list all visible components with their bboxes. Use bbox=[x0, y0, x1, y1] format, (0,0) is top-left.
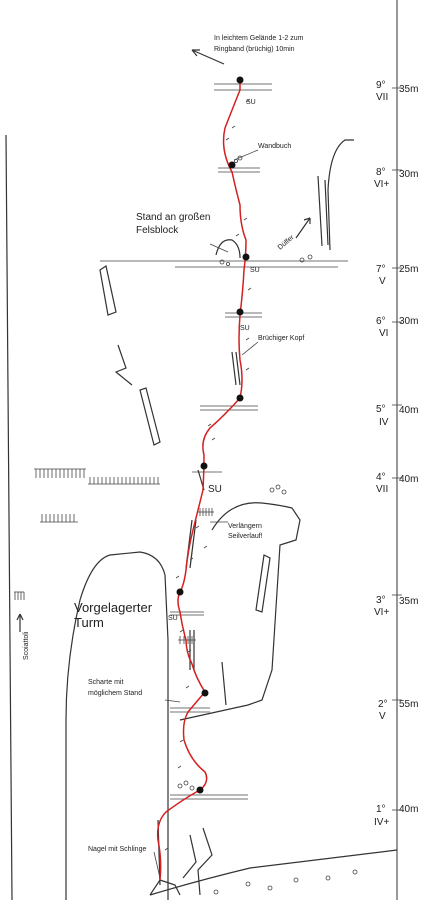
pitch-number: 3° bbox=[376, 595, 386, 606]
pitch-6: 6° VI 30m bbox=[376, 316, 418, 339]
pitch-length: 25m bbox=[399, 264, 418, 275]
pitch-2: 2° V 55m bbox=[378, 699, 418, 722]
su-label-6: SU bbox=[240, 325, 250, 332]
su-label-4: SU bbox=[208, 484, 222, 495]
cracks bbox=[99, 265, 271, 896]
pitch-number: 2° bbox=[378, 699, 388, 710]
pitch-scale-bar bbox=[392, 0, 402, 900]
su-label-3: SU bbox=[168, 615, 178, 622]
pitch-number: 1° bbox=[376, 804, 386, 815]
belay-station bbox=[242, 253, 250, 261]
pitch-9: 9° VII 35m bbox=[376, 80, 418, 103]
pitch-number: 9° bbox=[376, 80, 386, 91]
right-wall-outline bbox=[179, 502, 301, 721]
duelfer-label: Dülfer bbox=[277, 234, 296, 252]
belay-stations bbox=[176, 76, 250, 794]
pitch-length: 40m bbox=[399, 474, 418, 485]
pitch-number: 5° bbox=[376, 404, 386, 415]
pitch-grade: IV+ bbox=[374, 817, 389, 828]
belay-station bbox=[228, 161, 236, 169]
belay-station bbox=[236, 308, 244, 316]
pitch-length: 40m bbox=[399, 405, 418, 416]
pitch-grade: VII bbox=[376, 92, 388, 103]
exit-note-line2: Ringband (brüchig) 10min bbox=[214, 46, 295, 53]
duelfer-arrow bbox=[295, 217, 311, 239]
wandbuch-label: Wandbuch bbox=[258, 143, 291, 150]
bruechiger-kopf-label: Brüchiger Kopf bbox=[258, 335, 304, 342]
pitch-3: 3° VI+ 35m bbox=[374, 595, 418, 618]
belay-station bbox=[176, 588, 184, 596]
pitch-grade: IV bbox=[379, 417, 389, 428]
route-line bbox=[156, 80, 247, 881]
belay-station bbox=[236, 76, 244, 84]
tower-label-line2: Turm bbox=[74, 615, 104, 630]
belay-station bbox=[196, 786, 204, 794]
pitch-5: 5° IV 40m bbox=[376, 404, 418, 428]
pitch-grade: V bbox=[379, 276, 386, 287]
base-slope bbox=[149, 849, 398, 896]
belay-station bbox=[236, 394, 244, 402]
stand-note-line2: Felsblock bbox=[136, 225, 179, 236]
pitch-4: 4° VII 40m bbox=[376, 472, 418, 495]
pitch-number: 6° bbox=[376, 316, 386, 327]
pitch-length: 40m bbox=[399, 804, 418, 815]
bolts bbox=[164, 99, 252, 851]
pitch-number: 4° bbox=[376, 472, 386, 483]
pitch-8: 8° VI+ 30m bbox=[374, 167, 418, 190]
scree bbox=[177, 155, 358, 895]
exit-arrow bbox=[191, 49, 225, 65]
belay-station bbox=[201, 689, 209, 697]
verlaengern-line2: Seilverlauf! bbox=[228, 533, 263, 540]
belay-station bbox=[200, 462, 208, 470]
hatched-roofs bbox=[14, 468, 214, 644]
scharte-line2: möglichem Stand bbox=[88, 690, 142, 697]
tower-label-line1: Vorgelagerter bbox=[74, 600, 153, 615]
pitch-number: 8° bbox=[376, 167, 386, 178]
left-wall-outline bbox=[5, 134, 13, 900]
pitch-length: 55m bbox=[399, 699, 418, 710]
scharte-line1: Scharte mit bbox=[88, 679, 123, 686]
pitch-7: 7° V 25m bbox=[376, 264, 418, 287]
nagel-label: Nagel mit Schlinge bbox=[88, 846, 146, 853]
pitch-1: 1° IV+ 40m bbox=[374, 804, 418, 828]
leader-lines bbox=[153, 149, 259, 879]
pitch-grade: VI bbox=[379, 328, 388, 339]
vorgelagerter-turm-outline bbox=[65, 551, 169, 900]
pitch-length: 30m bbox=[399, 316, 418, 327]
pitch-grade: V bbox=[379, 711, 386, 722]
scoiattoli-arrow bbox=[16, 613, 24, 632]
exit-note-line1: In leichtem Gelände 1-2 zum bbox=[214, 35, 304, 42]
upper-right-rock bbox=[317, 139, 354, 251]
pitch-grade: VII bbox=[376, 484, 388, 495]
su-label-9: SU bbox=[246, 99, 256, 106]
pitch-grade: VI+ bbox=[374, 179, 389, 190]
pitch-number: 7° bbox=[376, 264, 386, 275]
scoiattoli-label: Scoiattoli bbox=[23, 631, 30, 660]
verlaengern-line1: Verlängern bbox=[228, 523, 262, 530]
stand-note-line1: Stand an großen bbox=[136, 212, 211, 223]
boulder-stand bbox=[215, 239, 241, 259]
pitch-length: 35m bbox=[399, 84, 418, 95]
pitch-length: 30m bbox=[399, 169, 418, 180]
pitch-grade: VI+ bbox=[374, 607, 389, 618]
su-label-7: SU bbox=[250, 267, 260, 274]
pitch-length: 35m bbox=[399, 596, 418, 607]
